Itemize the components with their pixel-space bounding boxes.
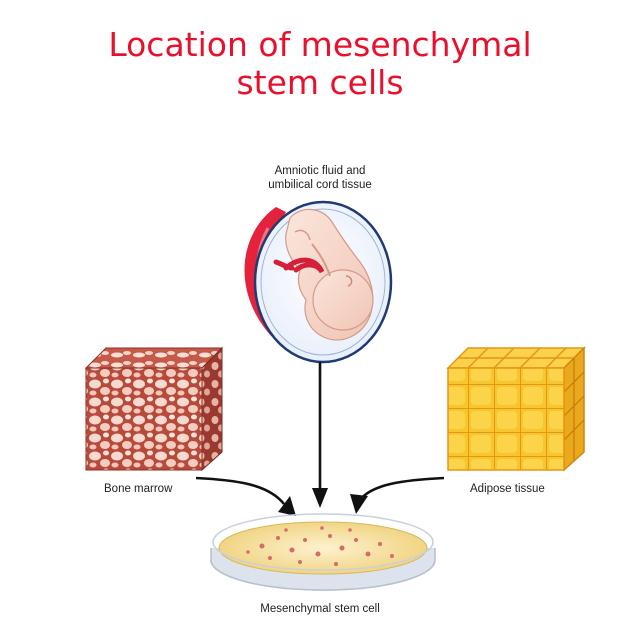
label-mesenchymal-stem-cell: Mesenchymal stem cell	[260, 603, 380, 615]
diagram-title: Location of mesenchymal stem cells	[0, 26, 640, 102]
bone-marrow-cube	[84, 346, 224, 472]
arrow-from-bone-marrow	[195, 476, 286, 505]
arrow-from-adipose	[358, 476, 445, 501]
label-bone-marrow: Bone marrow	[104, 483, 173, 495]
adipose-tissue-cube	[446, 346, 586, 472]
label-amniotic-fluid: Amniotic fluid and umbilical cord tissue	[230, 164, 410, 192]
culture-medium	[218, 521, 428, 575]
stem-cell-dots	[246, 526, 394, 566]
petri-dish	[210, 513, 436, 591]
arrows	[195, 362, 445, 516]
label-amniotic-line-1: Amniotic fluid and	[274, 165, 366, 177]
title-line-2: stem cells	[236, 63, 404, 102]
amniotic-sac-illustration	[244, 200, 393, 364]
placenta	[244, 207, 304, 360]
label-adipose-tissue: Adipose tissue	[470, 483, 545, 495]
label-amniotic-line-2: umbilical cord tissue	[268, 179, 372, 191]
title-line-1: Location of mesenchymal	[108, 25, 532, 64]
umbilical-cord	[283, 257, 325, 274]
